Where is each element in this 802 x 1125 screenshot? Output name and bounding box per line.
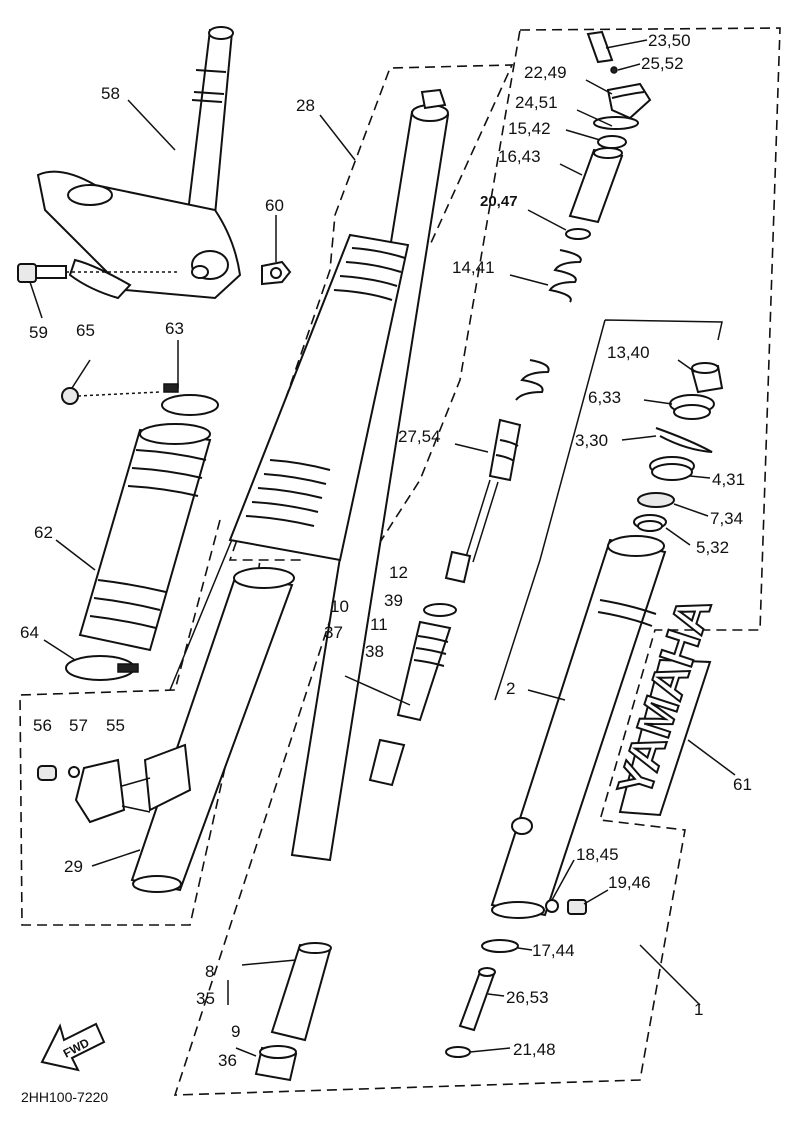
label-20-47: 20,47 [480,193,518,210]
label-17-44: 17,44 [532,941,575,960]
bolt-19-46 [567,899,587,915]
washer-18-45 [545,899,559,913]
label-39: 39 [384,591,403,610]
label-25-52: 25,52 [641,54,684,73]
washer-15-42 [597,135,627,149]
washer-20-47 [565,228,591,240]
label-5-32: 5,32 [696,538,729,557]
spacer-16-43 [568,147,624,224]
gasket-17-44 [481,939,519,953]
cap-bolt-22-49 [593,82,652,130]
diagram-code: 2HH100-7220 [21,1089,108,1105]
label-62: 62 [34,523,53,542]
clamp-64 [65,655,139,681]
outer-tube-2 [490,535,667,919]
label-3-30: 3,30 [575,431,608,450]
nut-60 [261,260,292,286]
label-14-41: 14,41 [452,258,495,277]
label-21-48: 21,48 [513,1040,556,1059]
oil-lock-piece [368,738,406,787]
label-10: 10 [330,597,349,616]
label-24-51: 24,51 [515,93,558,112]
label-23-50: 23,50 [648,31,691,50]
slide-metal-8-35 [270,942,332,1042]
guard-parts-55-57 [37,758,151,824]
fork-boot-upper [228,233,410,562]
label-65: 65 [76,321,95,340]
oil-seal-4-31 [649,456,695,481]
label-29: 29 [64,857,83,876]
label-57: 57 [69,716,88,735]
label-4-31: 4,31 [712,470,745,489]
label-9: 9 [231,1022,240,1041]
fork-spring-14-41 [515,249,582,401]
clamp-63 [161,383,219,416]
outer-tube-29 [130,567,295,893]
damper-rod-27-54 [444,418,522,584]
label-19-46: 19,46 [608,873,651,892]
label-28: 28 [296,96,315,115]
group-outline-bushing-set [494,319,723,701]
label-16-43: 16,43 [498,147,541,166]
bolt-59 [17,263,180,283]
label-8: 8 [205,962,214,981]
label-13-40: 13,40 [607,343,650,362]
label-38: 38 [365,642,384,661]
oil-seal-9-36 [254,1045,298,1082]
air-valve-23-50 [586,30,618,74]
label-1: 1 [694,1000,703,1019]
bushing-5-32 [633,514,667,532]
fwd-arrow-icon: FWD [40,1022,106,1072]
drain-bolt-26-53 [458,967,496,1032]
label-36: 36 [218,1051,237,1070]
label-26-53: 26,53 [506,988,549,1007]
label-55: 55 [106,716,125,735]
callout-labels: 58 28 60 59 65 63 62 64 56 57 55 29 23,5… [20,31,752,1070]
label-6-33: 6,33 [588,388,621,407]
group-outline-lower-boot [169,519,241,691]
label-59: 59 [29,323,48,342]
label-56: 56 [33,716,52,735]
dust-seal-6-33 [669,394,715,420]
label-12: 12 [389,563,408,582]
label-61: 61 [733,775,752,794]
screw-65 [61,387,161,405]
stopper-13-40 [690,362,724,394]
label-7-34: 7,34 [710,509,743,528]
label-11: 11 [370,615,388,634]
label-64: 64 [20,623,39,642]
clip-3-30 [655,427,713,453]
label-35: 35 [196,989,215,1008]
steering-stem-58 [36,26,242,300]
label-58: 58 [101,84,120,103]
label-22-49: 22,49 [524,63,567,82]
washer-21-48 [445,1046,471,1058]
label-63: 63 [165,319,184,338]
group-outline-guard [19,519,261,926]
leader-lines [29,39,736,1057]
washer-7-34 [637,492,675,508]
cylinder-10-37-11-38 [396,620,452,722]
label-15-42: 15,42 [508,119,551,138]
label-18-45: 18,45 [576,845,619,864]
label-2: 2 [506,679,515,698]
label-37: 37 [324,623,343,642]
group-outline-outer-assembly [173,27,781,1096]
group-outline-inner-tube [228,64,514,561]
piston-ring-12-39 [423,603,457,617]
inner-tube-28 [290,88,450,862]
label-27-54: 27,54 [398,427,441,446]
fork-boot-lower-62 [78,423,212,652]
label-60: 60 [265,196,284,215]
